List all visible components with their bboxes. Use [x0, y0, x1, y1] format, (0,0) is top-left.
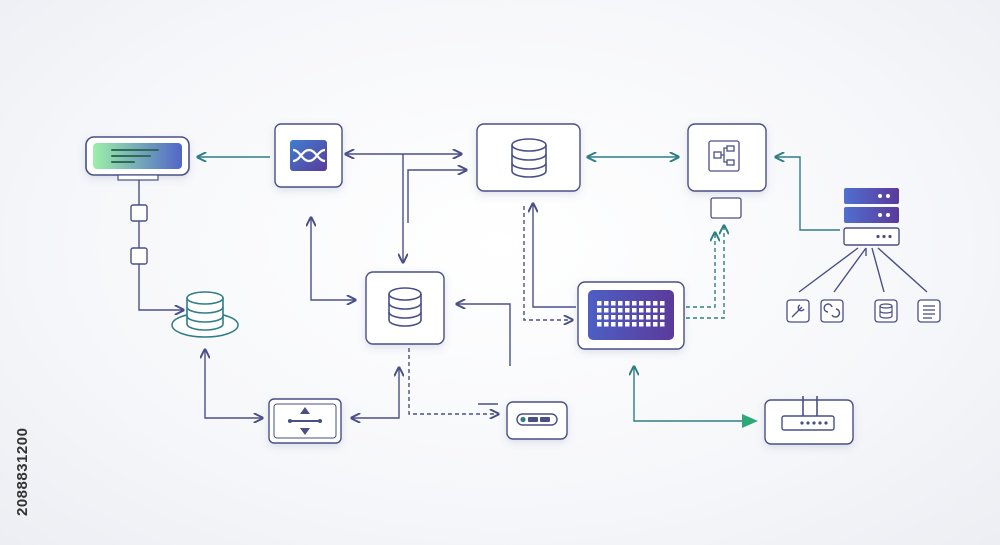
key-cell	[604, 322, 609, 327]
connector-dbcenter-pill-dashed	[408, 348, 498, 414]
key-cell	[604, 315, 609, 320]
key-cell	[618, 301, 623, 306]
router-icon	[764, 396, 854, 445]
connector-exchange-dbcenter	[311, 218, 355, 300]
key-cell	[597, 301, 602, 306]
key-cell	[597, 315, 602, 320]
key-cell	[611, 322, 616, 327]
key-cell	[597, 308, 602, 313]
key-cell	[646, 322, 651, 327]
sort-arrows-icon	[268, 398, 342, 444]
tag-icon	[506, 401, 568, 440]
key-cell	[646, 315, 651, 320]
flowchart-icon	[687, 123, 767, 192]
key-cell	[653, 301, 658, 306]
connector-branch-dbtop	[407, 170, 466, 223]
stock-id-text: 2088831200	[14, 427, 31, 516]
connector-monitor-ring	[138, 180, 183, 310]
key-cell	[632, 301, 637, 306]
key-cell	[653, 308, 658, 313]
key-cell	[653, 315, 658, 320]
key-cell	[660, 322, 665, 327]
key-cell	[611, 308, 616, 313]
connector-ring-sorter	[205, 350, 262, 418]
router-arrowhead	[742, 414, 758, 428]
keyboard-grid-icon	[577, 281, 685, 350]
key-cell	[660, 315, 665, 320]
server-stack-icon	[843, 188, 900, 246]
storage-icon	[874, 299, 898, 323]
connector-flowchart-server	[776, 157, 840, 231]
key-cell	[625, 315, 630, 320]
connector-sorter-dbcenter	[352, 368, 399, 418]
exchange-icon	[274, 123, 343, 188]
key-cell	[611, 301, 616, 306]
connector-dbtop-display-dashed	[523, 206, 572, 320]
connector-pill-dbcenter	[457, 304, 511, 366]
display-panel-icon	[85, 136, 190, 181]
database-center-icon	[365, 271, 445, 345]
key-cell	[646, 308, 651, 313]
key-cell	[618, 308, 623, 313]
key-cell	[639, 322, 644, 327]
key-cell	[625, 308, 630, 313]
wrench-icon	[786, 299, 810, 323]
key-cell	[632, 315, 637, 320]
document-icon	[917, 299, 941, 323]
relay-box-2	[130, 247, 148, 265]
connector-display-flowchart-dashed	[686, 233, 715, 308]
key-cell	[660, 308, 665, 313]
key-cell	[625, 322, 630, 327]
key-cell	[632, 322, 637, 327]
key-cell	[625, 301, 630, 306]
flowchart-tag-icon	[710, 197, 742, 219]
connectors	[138, 154, 928, 422]
key-cell	[639, 301, 644, 306]
connector-display-router	[634, 367, 742, 422]
key-cell	[618, 322, 623, 327]
connector-display-dbtop	[533, 204, 576, 308]
connector-server-tools	[798, 247, 928, 293]
key-cell	[611, 315, 616, 320]
key-cell	[660, 301, 665, 306]
key-cell	[597, 322, 602, 327]
key-cell	[639, 315, 644, 320]
key-cell	[618, 315, 623, 320]
database-ring-icon	[171, 291, 239, 338]
link-icon	[820, 299, 844, 323]
key-cell	[604, 308, 609, 313]
key-cell	[646, 301, 651, 306]
key-cell	[632, 308, 637, 313]
key-cell	[653, 322, 658, 327]
key-cell	[639, 308, 644, 313]
database-icon	[476, 123, 581, 192]
relay-box-1	[130, 204, 148, 222]
key-cell	[604, 301, 609, 306]
